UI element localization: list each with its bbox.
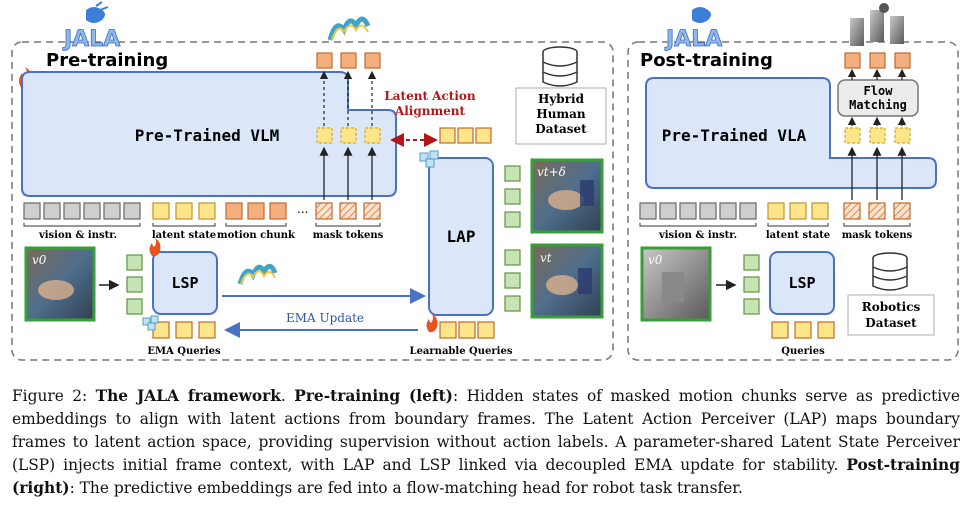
frame-vt: vt — [530, 243, 604, 319]
ema-queries-label: EMA Queries — [147, 346, 221, 357]
motion-wave-icon-2 — [237, 263, 278, 285]
mask-tokens — [315, 202, 381, 220]
vla-label: Pre-Trained VLA — [662, 126, 807, 145]
label-latent-state-right: latent state — [766, 230, 830, 241]
posttraining-panel-border — [627, 41, 959, 361]
caption-fig-number: Figure 2: — [12, 387, 96, 405]
frame-v0-right-label: v0 — [648, 253, 663, 267]
label-vision-instr: vision & instr. — [38, 230, 117, 241]
ema-update-label: EMA Update — [286, 311, 364, 325]
vision-instr-tokens — [23, 202, 141, 220]
flow-matching-head — [837, 79, 919, 117]
frame-vtd-label: vt+δ — [537, 165, 566, 179]
frame-v0-label: v0 — [32, 253, 47, 267]
pretrained-vlm-block — [21, 71, 397, 197]
frame-v0: v0 — [24, 246, 96, 322]
robotics-dataset-box — [847, 294, 935, 336]
alignment-label-2: Alignment — [394, 104, 466, 118]
latent-state-tokens-right — [767, 202, 829, 220]
latent-state-tokens — [152, 202, 216, 220]
label-latent-state: latent state — [152, 230, 216, 241]
lap-frame-tokens — [504, 165, 521, 312]
caption-pretraining-text: : Hidden states of masked motion chunks … — [12, 387, 960, 474]
caption-posttraining: Post-training (right) — [12, 456, 960, 497]
predictive-embeddings — [316, 127, 381, 144]
alignment-label-1: Latent Action — [384, 89, 476, 103]
caption-title: The JALA framework — [95, 387, 281, 405]
fire-icon-queries — [426, 314, 438, 333]
figure-caption: Figure 2: The JALA framework. Pre-traini… — [12, 385, 960, 500]
brand-title: JALA — [62, 27, 120, 52]
dataset-label-2: Human — [536, 107, 586, 121]
ema-query-tokens — [152, 321, 216, 339]
lap-block — [428, 157, 494, 316]
ice-cube-icon — [419, 150, 439, 168]
caption-pretraining: Pre-training (left) — [294, 387, 453, 405]
learnable-query-tokens — [439, 321, 495, 339]
lsp-label-right: LSP — [788, 274, 815, 292]
lsp-frame-tokens — [126, 254, 143, 315]
robotics-dataset-label-2: Dataset — [865, 316, 917, 330]
pretraining-panel-border — [11, 41, 614, 361]
flow-label-2: Matching — [849, 98, 907, 112]
query-tokens-right — [771, 321, 835, 339]
predictive-embeddings-right — [844, 127, 911, 144]
brand-title-right: JALA — [664, 27, 722, 52]
dataset-label-3: Dataset — [535, 122, 587, 136]
queries-label-right: Queries — [781, 346, 825, 357]
ice-cube-icon-ema — [142, 315, 159, 331]
action-tokens — [844, 52, 911, 69]
frame-vt-label: vt — [540, 251, 552, 265]
frame-v0-right: v0 — [640, 246, 712, 322]
dataset-label-box — [515, 87, 607, 145]
fire-icon-lsp — [149, 238, 161, 257]
dataset-label-1: Hybrid — [538, 92, 585, 106]
flow-label-1: Flow — [864, 84, 894, 98]
lsp-frame-tokens-right — [743, 254, 760, 315]
vision-instr-tokens-right — [639, 202, 757, 220]
output-tokens — [316, 52, 381, 69]
label-mask-tokens-right: mask tokens — [842, 230, 913, 241]
latent-action-tokens — [439, 127, 492, 144]
database-icon-right — [872, 252, 908, 291]
learnable-queries-label: Learnable Queries — [410, 346, 513, 357]
jala-logo-right: JALA — [664, 7, 723, 52]
motion-chunk-tokens — [225, 202, 287, 220]
motion-wave-icon — [327, 16, 371, 41]
vlm-label: Pre-Trained VLM — [135, 126, 280, 145]
frame-vt-delta: vt+δ — [530, 158, 604, 234]
jala-logo-left: JALA — [62, 1, 121, 52]
lap-label: LAP — [447, 227, 476, 246]
framework-figure: JALA Pre-training Pre-Trained VLM Latent… — [11, 1, 959, 361]
lsp-label: LSP — [171, 274, 198, 292]
mask-tokens-right — [843, 202, 911, 220]
pretraining-title: Pre-training — [46, 50, 168, 71]
label-mask-tokens: mask tokens — [313, 230, 384, 241]
robot-arm-icon — [850, 3, 904, 46]
pretrained-vla-block — [645, 77, 937, 189]
database-icon — [542, 46, 578, 87]
robotics-dataset-label-1: Robotics — [862, 300, 921, 314]
caption-sep: . — [280, 387, 295, 405]
label-vision-instr-right: vision & instr. — [658, 230, 737, 241]
caption-posttraining-text: : The predictive embeddings are fed into… — [69, 479, 743, 497]
label-motion-chunk: motion chunk — [217, 230, 296, 241]
posttraining-title: Post-training — [640, 50, 773, 71]
lsp-block — [152, 251, 218, 315]
lsp-block-right — [769, 251, 835, 315]
ellipsis: ... — [297, 202, 308, 216]
